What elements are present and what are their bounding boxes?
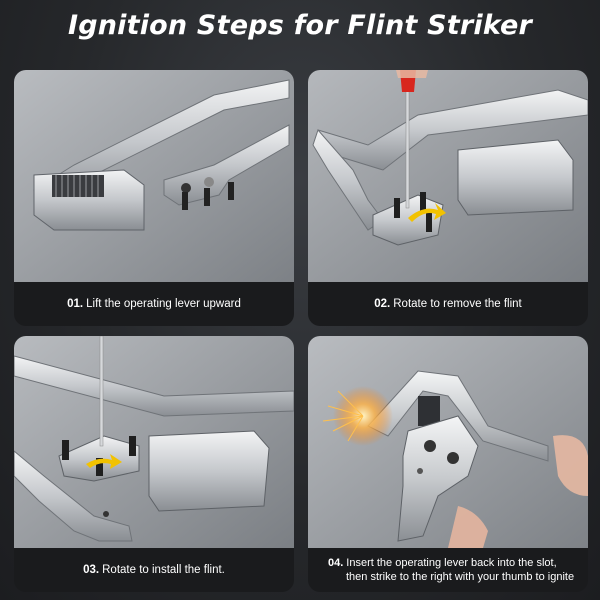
step-3-text: Rotate to install the flint. xyxy=(102,564,225,576)
step-2-text: Rotate to remove the flint xyxy=(393,298,522,310)
step-3-number: 03. xyxy=(83,564,100,576)
step-2-image xyxy=(308,70,588,282)
page-title: Ignition Steps for Flint Striker xyxy=(67,10,533,41)
step-3-image xyxy=(14,336,294,548)
step-1-caption: 01. Lift the operating lever upward xyxy=(14,282,294,326)
step-2-number: 02. xyxy=(374,298,391,310)
step-4-text-line-1: Insert the operating lever back into the… xyxy=(346,557,557,569)
step-3-caption: 03. Rotate to install the flint. xyxy=(14,548,294,592)
step-card-4: 04.Insert the operating lever back into … xyxy=(308,336,588,592)
step-2-caption: 02. Rotate to remove the flint xyxy=(308,282,588,326)
step-card-2: 02. Rotate to remove the flint xyxy=(308,70,588,326)
step-4-caption: 04.Insert the operating lever back into … xyxy=(308,548,588,592)
step-4-text-line-2: then strike to the right with your thumb… xyxy=(346,571,575,583)
step-4-image xyxy=(308,336,588,548)
step-4-line-1: 04.Insert the operating lever back into … xyxy=(328,556,557,570)
step-card-3: 03. Rotate to install the flint. xyxy=(14,336,294,592)
step-1-number: 01. xyxy=(67,298,84,310)
step-card-1: 01. Lift the operating lever upward xyxy=(14,70,294,326)
step-1-text: Lift the operating lever upward xyxy=(86,298,241,310)
step-4-number: 04. xyxy=(328,557,344,569)
step-1-image xyxy=(14,70,294,282)
